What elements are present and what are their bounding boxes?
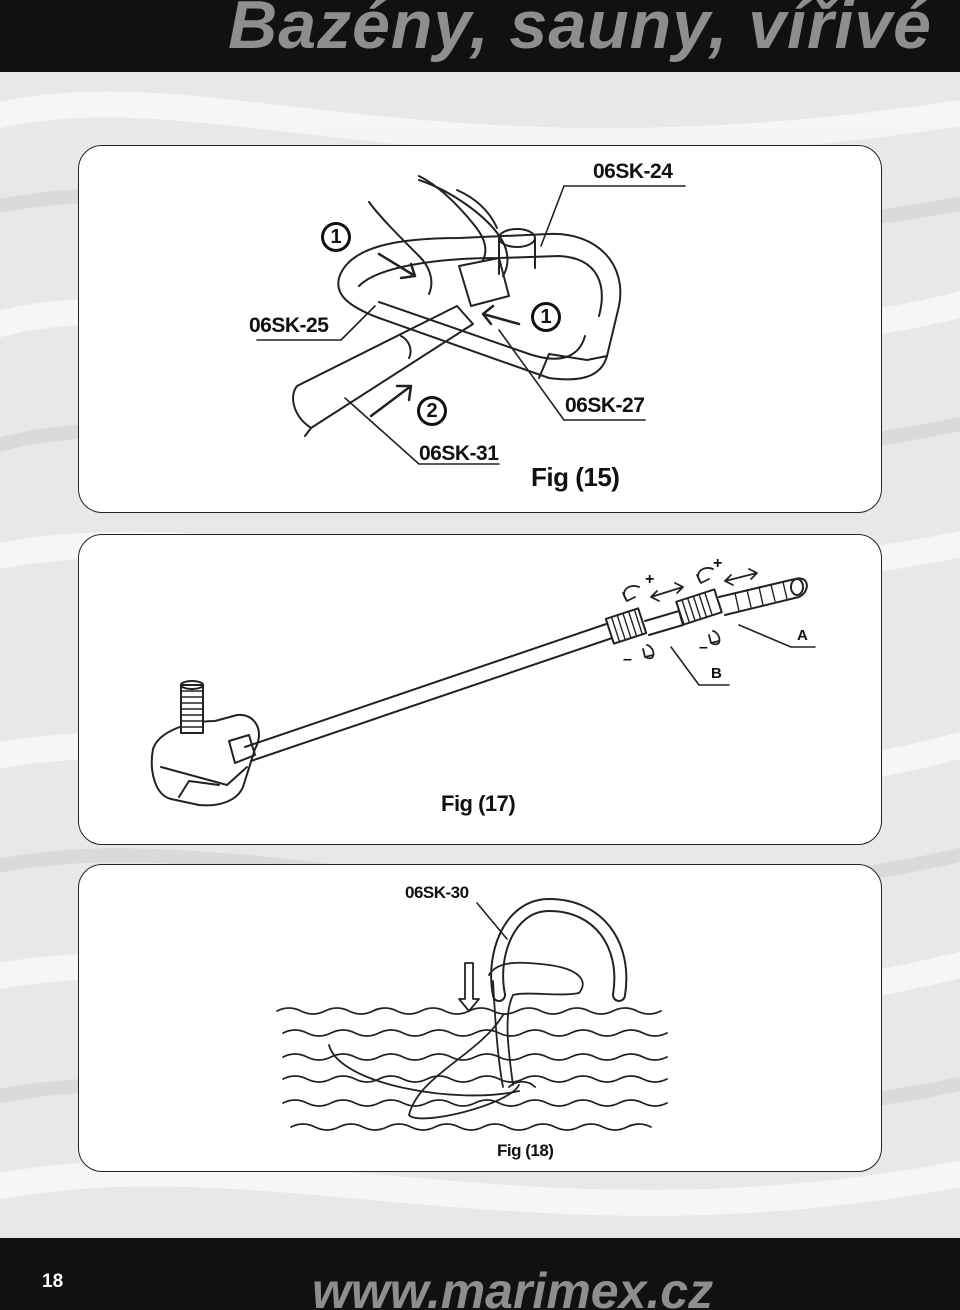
step-marker-2: 2 bbox=[417, 396, 447, 426]
label-a: A bbox=[797, 627, 808, 644]
pole bbox=[296, 305, 474, 429]
down-arrow bbox=[458, 962, 480, 1012]
plus-sign-1: + bbox=[645, 571, 654, 588]
header-title: Bazény, sauny, vířivé bbox=[228, 0, 932, 63]
page-header: Bazény, sauny, vířivé bbox=[0, 0, 960, 72]
figure-17-caption: Fig (17) bbox=[441, 791, 516, 816]
part-label-06sk-25: 06SK-25 bbox=[249, 314, 329, 337]
part-label-06sk-27: 06SK-27 bbox=[565, 394, 645, 417]
step-marker-1-second: 1 bbox=[531, 302, 561, 332]
figure-18-caption: Fig (18) bbox=[497, 1141, 554, 1160]
figure-15-panel: 06SK-24 06SK-25 06SK-27 06SK-31 1 1 2 Fi… bbox=[78, 145, 882, 513]
figure-18-panel: 06SK-30 Fig (18) bbox=[78, 864, 882, 1172]
part-label-06sk-31: 06SK-31 bbox=[419, 442, 499, 465]
part-label-06sk-24: 06SK-24 bbox=[593, 160, 673, 183]
vacuum-head bbox=[337, 232, 622, 381]
figure-17-panel: + + – – B A Fig (17) bbox=[78, 534, 882, 845]
hand-left bbox=[368, 201, 433, 295]
page-footer: 18 www.marimex.cz bbox=[0, 1238, 960, 1310]
minus-sign-2: – bbox=[699, 639, 708, 656]
hand-right bbox=[418, 179, 509, 277]
part-label-06sk-30: 06SK-30 bbox=[405, 883, 469, 902]
plus-sign-2: + bbox=[713, 555, 722, 572]
figure-17-drawing bbox=[150, 567, 816, 807]
figure-15-caption: Fig (15) bbox=[531, 462, 620, 492]
label-b: B bbox=[711, 665, 722, 682]
website-link[interactable]: www.marimex.cz bbox=[312, 1263, 714, 1310]
figure-18-drawing bbox=[276, 898, 668, 1131]
hand bbox=[488, 961, 584, 1086]
minus-sign-1: – bbox=[623, 651, 632, 668]
page-number: 18 bbox=[42, 1271, 64, 1292]
water-waves bbox=[276, 1007, 668, 1131]
step-marker-1: 1 bbox=[321, 222, 351, 252]
pole bbox=[244, 620, 622, 762]
figure-15-drawing bbox=[256, 175, 686, 465]
